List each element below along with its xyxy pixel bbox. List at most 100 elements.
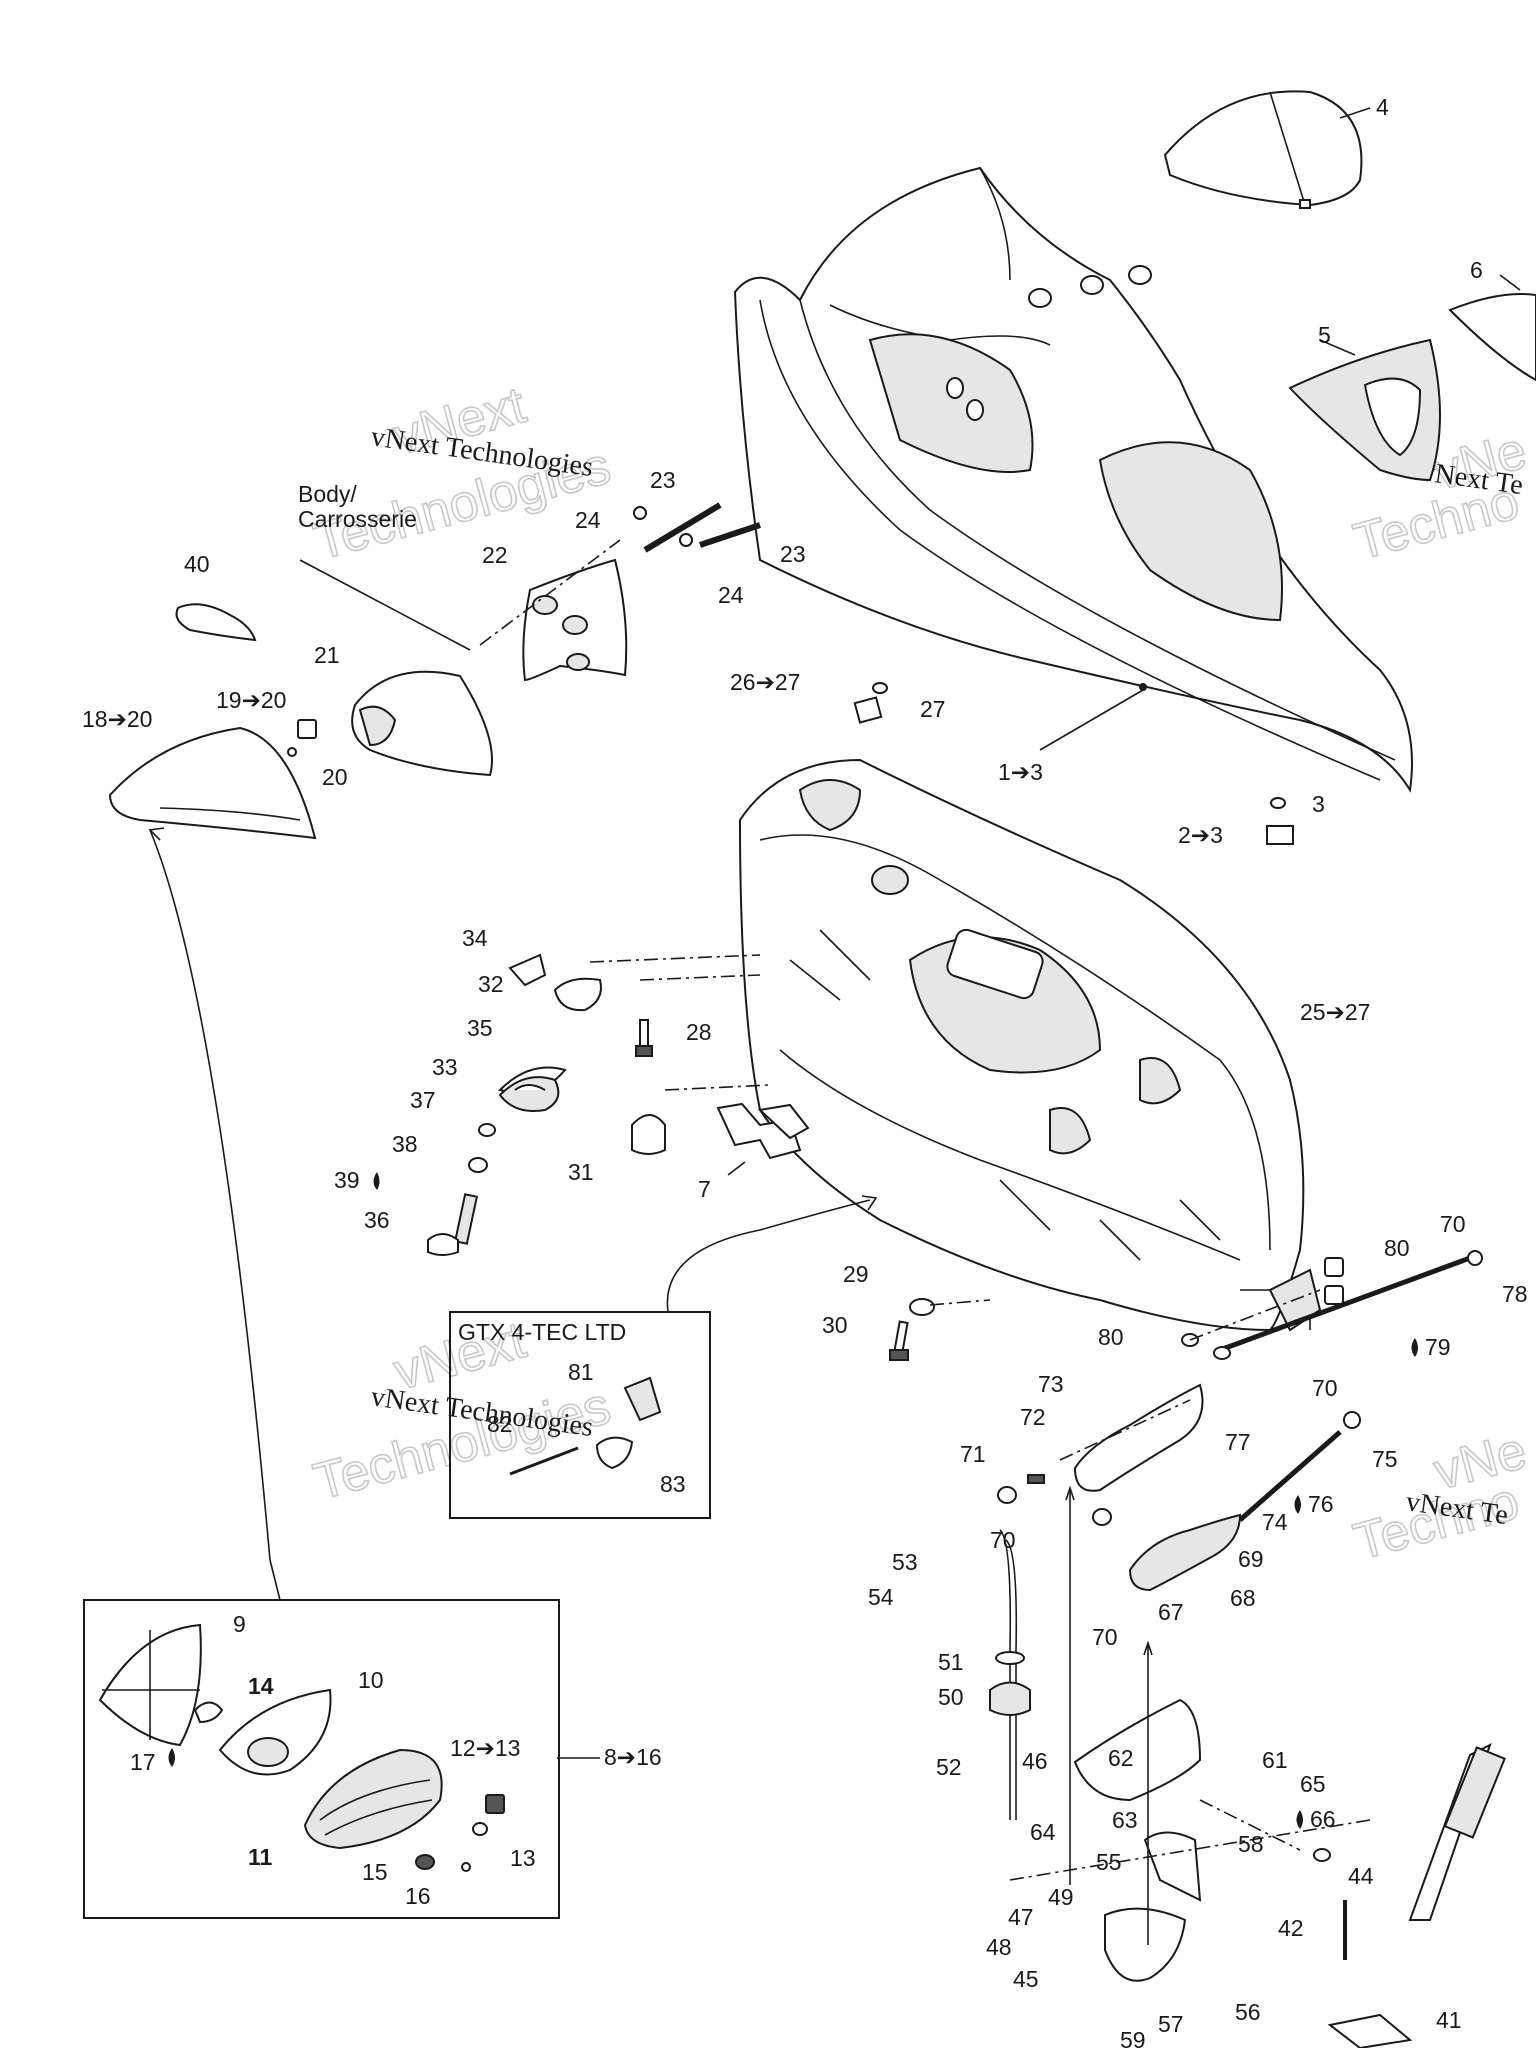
part-bolt-36: [427, 1193, 479, 1256]
part-bracket-61: [1073, 1698, 1202, 1802]
part-bracket-55: [1143, 1831, 1202, 1902]
callout-10: 10: [358, 1667, 384, 1693]
callout-50: 50: [938, 1684, 964, 1710]
callout-66: 66: [1310, 1806, 1336, 1832]
callout-16: 16: [405, 1883, 431, 1909]
drop-icon: [1296, 1810, 1303, 1829]
part-bracket-74: [1128, 1513, 1242, 1592]
part-latch-34: [508, 953, 547, 987]
part-washer-38: [468, 1157, 488, 1173]
part-cap-31: [631, 1114, 666, 1155]
callout-81: 81: [568, 1359, 594, 1385]
callout-29: 29: [843, 1261, 869, 1287]
callout-21: 21: [314, 642, 340, 668]
part-screw-28: [635, 1019, 653, 1057]
callout-14: 14: [248, 1673, 274, 1699]
part-side-panel-5: [1288, 338, 1441, 482]
part-washer-29: [909, 1298, 935, 1316]
callout-25: 25➔27: [1300, 999, 1370, 1025]
callout-75: 75: [1372, 1446, 1398, 1472]
callout-5: 5: [1318, 322, 1331, 348]
callout-80: 80: [1098, 1324, 1124, 1350]
part-mount-41: [1327, 2013, 1413, 2048]
callout-58: 58: [1238, 1831, 1264, 1857]
callout-7: 7: [698, 1176, 711, 1202]
callout-17: 17: [130, 1749, 156, 1775]
callout-19: 19➔20: [216, 687, 286, 713]
callout-73: 73: [1038, 1371, 1064, 1397]
callout-44: 44: [1348, 1863, 1374, 1889]
part-clamp-51: [995, 1651, 1025, 1665]
callout-15: 15: [362, 1859, 388, 1885]
callout-33: 33: [432, 1054, 458, 1080]
callout-68: 68: [1230, 1585, 1256, 1611]
drop-icon: [168, 1748, 175, 1767]
callout-6: 6: [1470, 257, 1483, 283]
callout-8: 8➔16: [604, 1744, 662, 1770]
callout-1: 1➔3: [998, 759, 1043, 785]
lubricant-drop-icons: [168, 1172, 1418, 1829]
drop-icon: [373, 1172, 380, 1190]
callout-65: 65: [1300, 1771, 1326, 1797]
callout-46: 46: [1022, 1748, 1048, 1774]
callout-2: 2➔3: [1178, 822, 1223, 848]
callout-82: 82: [487, 1411, 513, 1437]
callout-45: 45: [1013, 1966, 1039, 1992]
part-mirror-housing-21: [351, 670, 493, 777]
callout-9: 9: [233, 1611, 246, 1637]
part-grommet-50: [989, 1681, 1031, 1716]
body-label-line1: Body/: [298, 481, 357, 507]
part-cable-52: [999, 1529, 1018, 1820]
part-tie-wrap-40: [175, 603, 257, 642]
part-rod-82: [509, 1446, 579, 1476]
callout-30: 30: [822, 1312, 848, 1338]
callout-64: 64: [1030, 1819, 1056, 1845]
callout-78: 78: [1502, 1281, 1528, 1307]
part-bolt-23: [643, 502, 761, 553]
callout-26: 26➔27: [730, 669, 800, 695]
part-mirror-base-11: [303, 1748, 443, 1850]
callout-70: 70: [1092, 1624, 1118, 1650]
callout-61: 61: [1262, 1747, 1288, 1773]
callout-27: 27: [920, 696, 946, 722]
callout-79: 79: [1425, 1334, 1451, 1360]
callout-51: 51: [938, 1649, 964, 1675]
part-rod-78: [1219, 1250, 1483, 1353]
callout-37: 37: [410, 1087, 436, 1113]
callout-22: 22: [482, 542, 508, 568]
callout-70: 70: [1440, 1211, 1466, 1237]
callout-80: 80: [1384, 1235, 1410, 1261]
part-washer-37: [478, 1123, 496, 1137]
callout-52: 52: [936, 1754, 962, 1780]
kit-box-frame: [449, 1311, 711, 1519]
part-mount-80: [1181, 1257, 1344, 1360]
part-screw-30: [889, 1320, 909, 1361]
part-nut-27: [853, 682, 888, 724]
part-body-hood: [733, 166, 1413, 793]
part-nut-15: [415, 1854, 435, 1870]
callout-4: 4: [1376, 94, 1389, 120]
callout-23: 23: [780, 541, 806, 567]
callout-35: 35: [467, 1015, 493, 1041]
callout-56: 56: [1235, 1999, 1261, 2025]
callout-83: 83: [660, 1471, 686, 1497]
callout-23: 23: [650, 467, 676, 493]
part-bracket-56: [1104, 1907, 1187, 1982]
callout-36: 36: [364, 1207, 390, 1233]
callout-72: 72: [1020, 1404, 1046, 1430]
body-label-line2: Carrosserie: [298, 506, 417, 532]
callout-54: 54: [868, 1584, 894, 1610]
callout-62: 62: [1108, 1745, 1134, 1771]
callout-77: 77: [1225, 1429, 1251, 1455]
part-nut-3: [1266, 797, 1294, 845]
callout-38: 38: [392, 1131, 418, 1157]
kit-box-title: GTX 4-TEC LTD: [458, 1319, 626, 1345]
callout-49: 49: [1048, 1884, 1074, 1910]
callout-70: 70: [990, 1527, 1016, 1553]
callout-48: 48: [986, 1934, 1012, 1960]
part-washer-70: [997, 1486, 1112, 1526]
callout-71: 71: [960, 1441, 986, 1467]
part-rod-75: [1238, 1411, 1361, 1522]
callout-40: 40: [184, 551, 210, 577]
part-storage-tray: [738, 758, 1322, 1332]
